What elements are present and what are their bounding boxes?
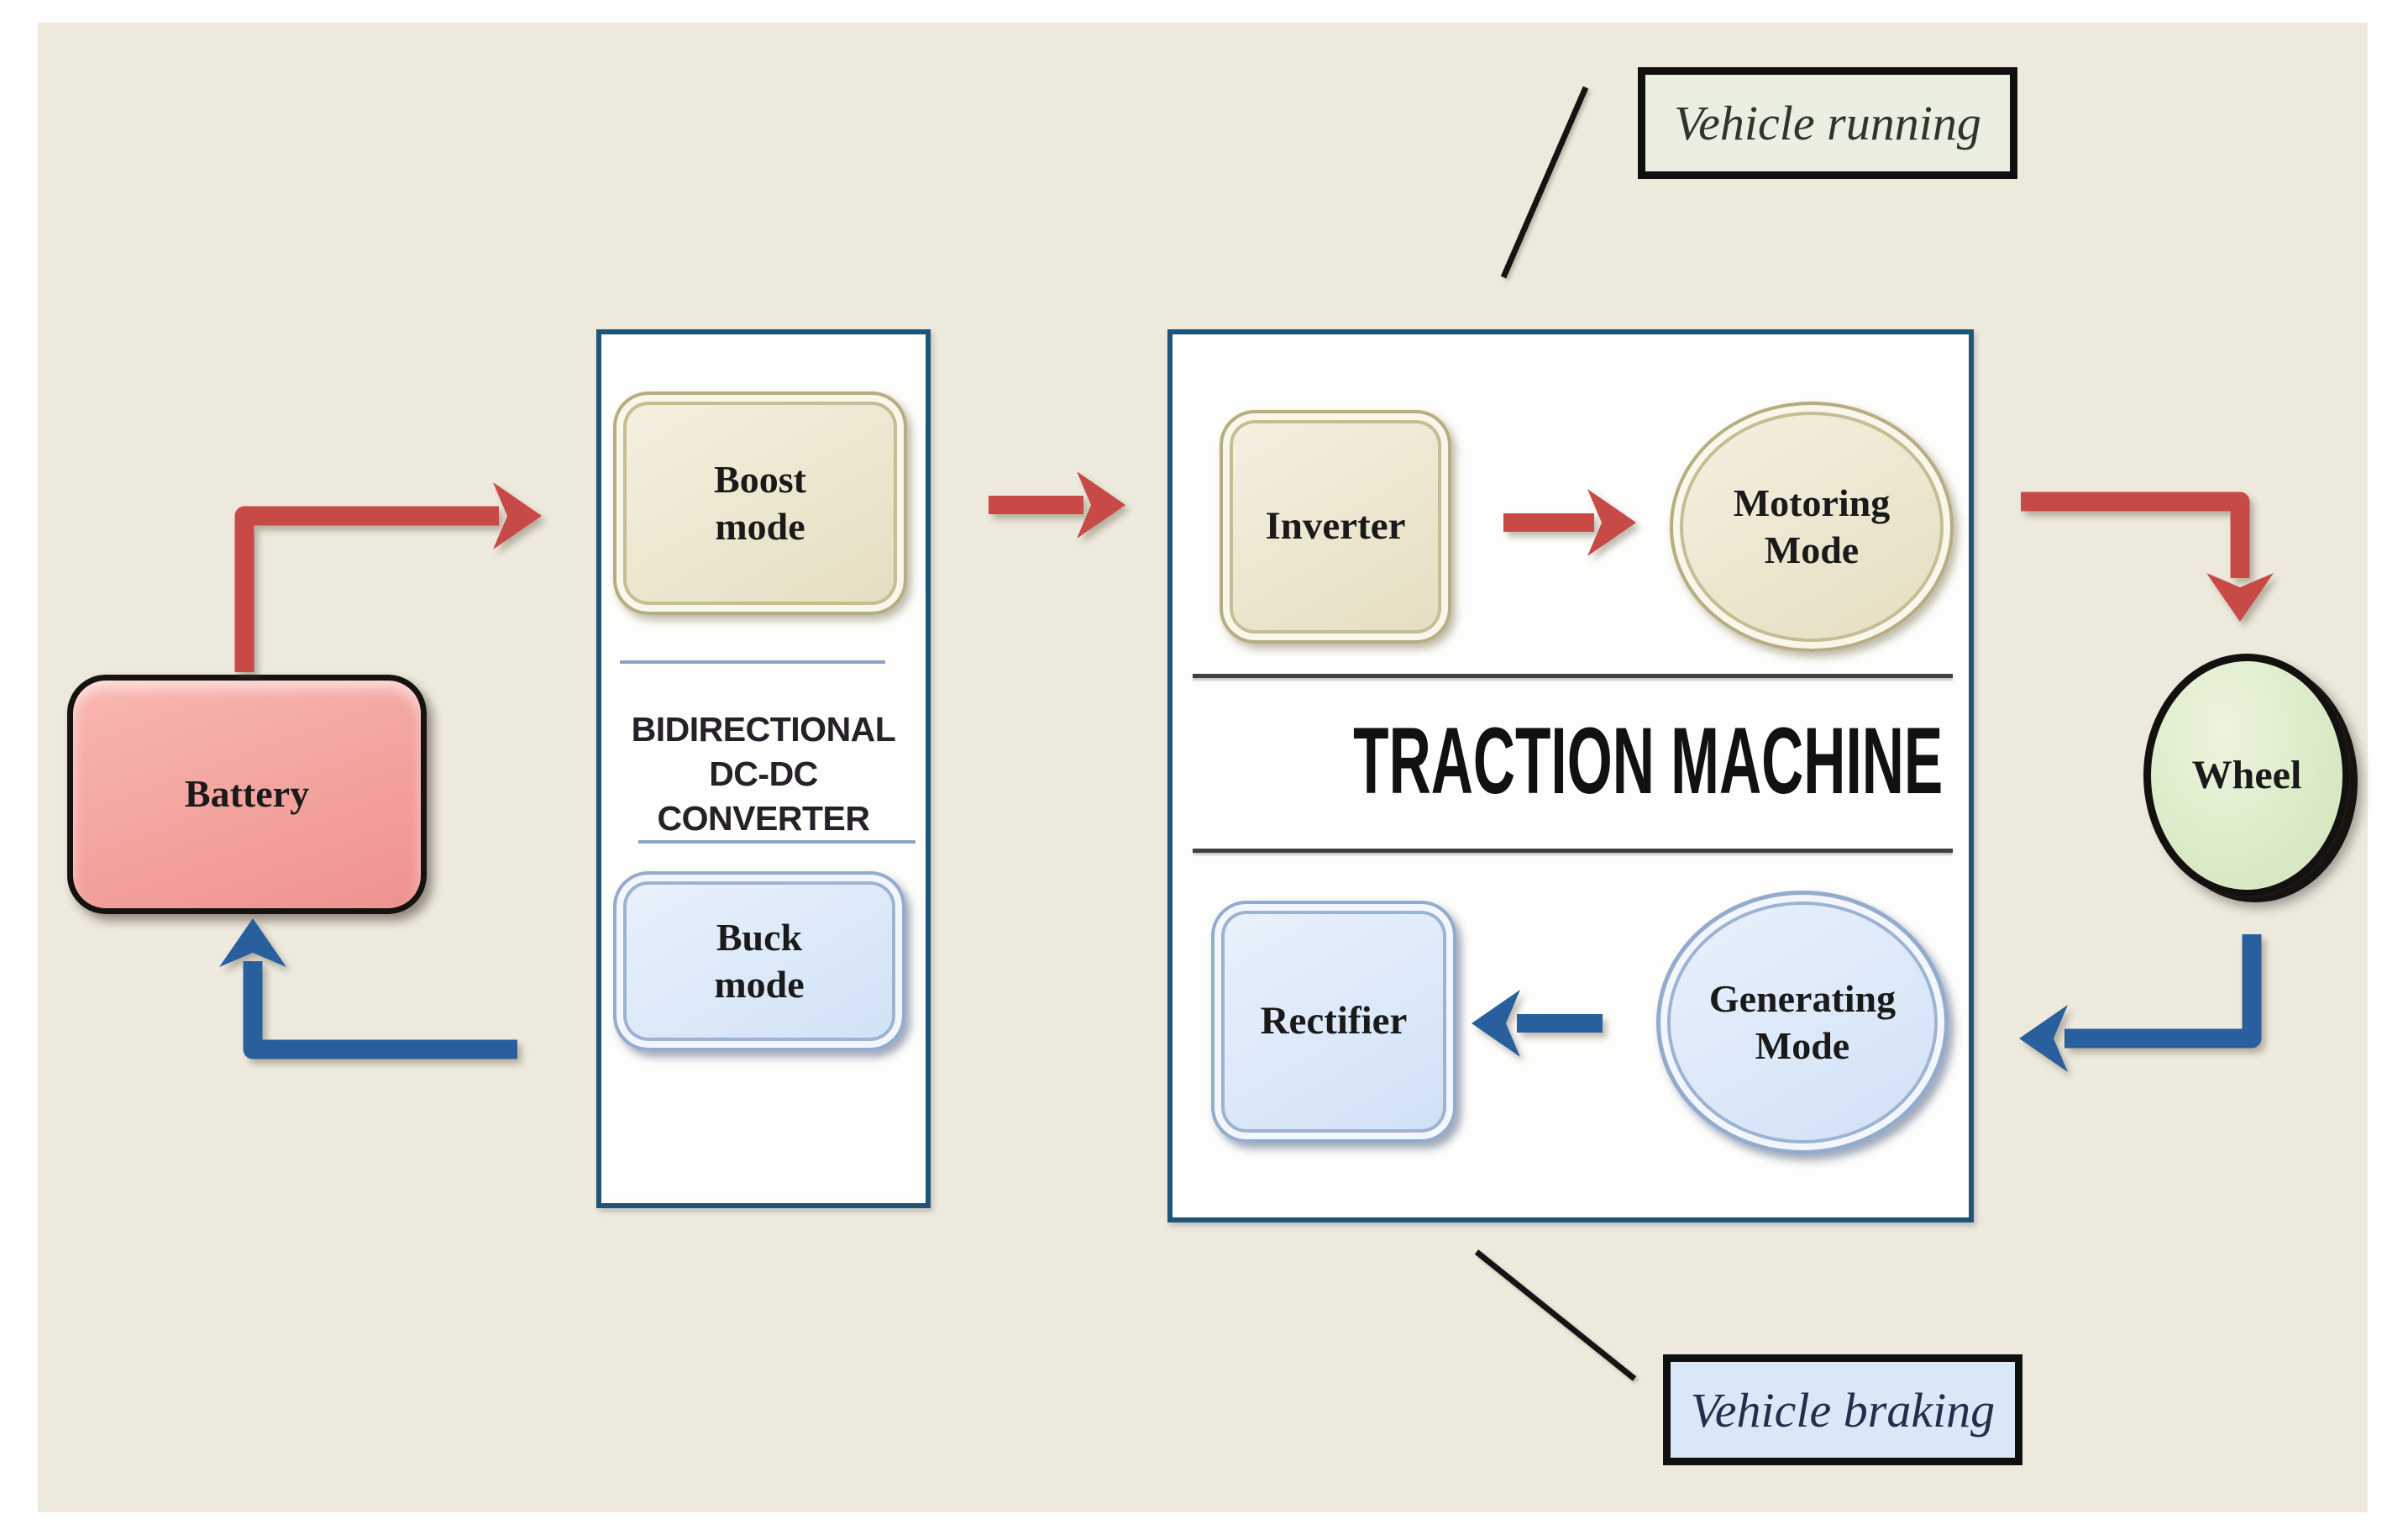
vehicle-running-callout: Vehicle running — [1638, 67, 2017, 179]
traction-divider-bottom — [1193, 849, 1953, 853]
inverter-node: Inverter — [1220, 410, 1451, 644]
dcdc-converter-box: Boost mode BIDIRECTIONAL DC-DC CONVERTER… — [596, 329, 931, 1208]
traction-machine-title: TRACTION MACHINE — [1353, 708, 1944, 813]
motoring-mode-node: Motoring Mode — [1670, 402, 1954, 652]
traction-divider-top — [1193, 674, 1953, 678]
rectifier-label: Rectifier — [1260, 999, 1408, 1043]
converter-divider-top — [620, 660, 885, 664]
rectifier-node: Rectifier — [1211, 901, 1456, 1143]
vehicle-braking-callout: Vehicle braking — [1663, 1354, 2022, 1465]
wheel-label: Wheel — [2191, 752, 2302, 797]
generating-mode-label: Generating Mode — [1708, 976, 1896, 1067]
battery-node: Battery — [67, 675, 427, 914]
wheel-node: Wheel — [2143, 654, 2350, 897]
converter-title: BIDIRECTIONAL DC-DC CONVERTER — [631, 710, 896, 838]
boost-mode-label: Boost mode — [714, 457, 806, 548]
generating-mode-node: Generating Mode — [1656, 891, 1949, 1154]
battery-label: Battery — [184, 772, 310, 816]
converter-divider-bottom — [638, 840, 915, 844]
buck-mode-node: Buck mode — [613, 871, 905, 1051]
inverter-label: Inverter — [1265, 504, 1406, 549]
boost-mode-node: Boost mode — [613, 392, 907, 615]
buck-mode-label: Buck mode — [714, 915, 805, 1006]
traction-machine-box: Inverter Motoring Mode TRACTION MACHINE … — [1167, 329, 1974, 1222]
motoring-mode-label: Motoring Mode — [1733, 481, 1891, 571]
